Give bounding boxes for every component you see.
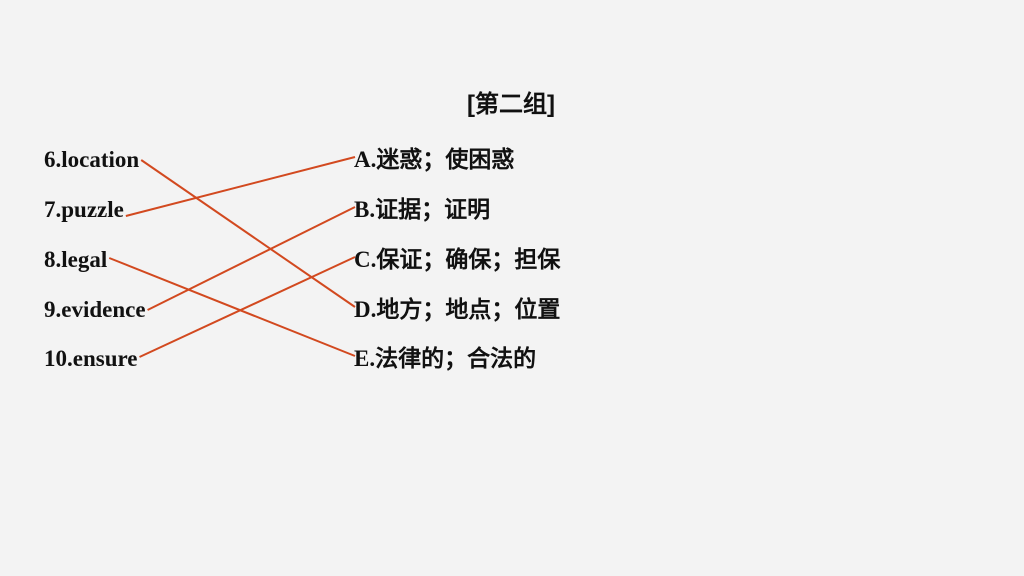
meaning-item[interactable]: E.法律的；合法的 <box>354 346 537 371</box>
meaning-item[interactable]: A.迷惑；使困惑 <box>354 147 515 172</box>
match-line-10-C <box>139 256 356 358</box>
meaning-item[interactable]: B.证据；证明 <box>354 197 491 222</box>
match-line-7-A <box>125 156 356 217</box>
word-item[interactable]: 7.puzzle <box>44 197 124 222</box>
match-line-9-B <box>147 206 356 311</box>
word-item[interactable]: 10.ensure <box>44 346 138 371</box>
word-item[interactable]: 9.evidence <box>44 297 146 322</box>
meaning-item[interactable]: C.保证；确保；担保 <box>354 247 561 272</box>
match-line-8-E <box>108 257 356 357</box>
group-title: [第二组] <box>467 91 555 118</box>
word-item[interactable]: 6.location <box>44 147 140 172</box>
match-line-6-D <box>140 159 356 308</box>
meaning-item[interactable]: D.地方；地点；位置 <box>354 297 561 322</box>
word-item[interactable]: 8.legal <box>44 247 108 272</box>
